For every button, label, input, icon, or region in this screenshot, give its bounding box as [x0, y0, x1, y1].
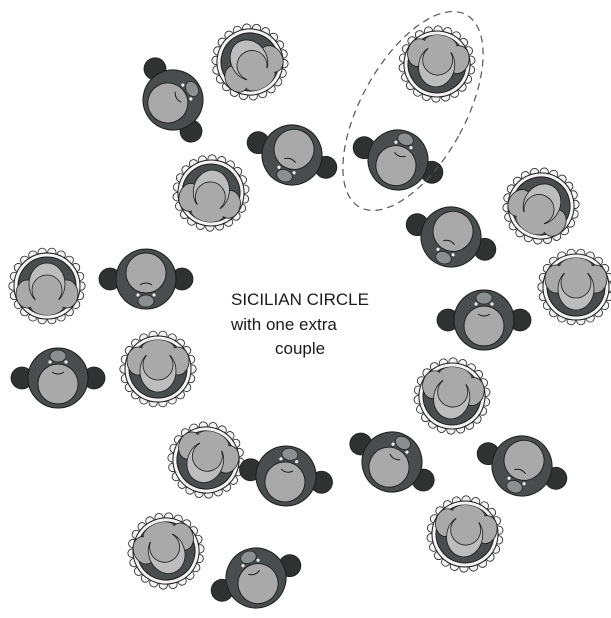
woman-dancer-d4: [167, 149, 255, 237]
extra-couple-highlight: [314, 0, 512, 232]
woman-dancer-d18: [157, 411, 255, 508]
man-dancer-d6: [344, 116, 453, 205]
woman-dancer-d9: [538, 249, 611, 325]
woman-dancer-d1: [198, 10, 302, 114]
man-dancer-d22: [202, 534, 311, 618]
diagram-caption: SICILIAN CIRCLE with one extra couple: [230, 290, 369, 358]
man-dancer-d12: [99, 249, 193, 309]
caption-line-2: with one extra: [230, 315, 337, 334]
man-dancer-d19: [235, 438, 338, 513]
woman-dancer-d21: [117, 502, 215, 599]
woman-dancer-d20: [421, 490, 509, 578]
woman-dancer-d14: [120, 331, 196, 407]
woman-dancer-d5: [393, 20, 481, 108]
man-dancer-d17: [468, 422, 577, 511]
caption-line-3: couple: [275, 339, 325, 358]
woman-dancer-d15: [408, 352, 496, 440]
man-dancer-d2: [124, 44, 223, 155]
man-dancer-d8: [397, 193, 506, 282]
caption-line-1: SICILIAN CIRCLE: [231, 290, 369, 309]
man-dancer-d3: [238, 111, 347, 200]
woman-dancer-d11: [9, 248, 85, 324]
woman-dancer-d7: [489, 154, 593, 258]
man-dancer-d10: [437, 290, 531, 350]
man-dancer-d13: [11, 348, 105, 408]
